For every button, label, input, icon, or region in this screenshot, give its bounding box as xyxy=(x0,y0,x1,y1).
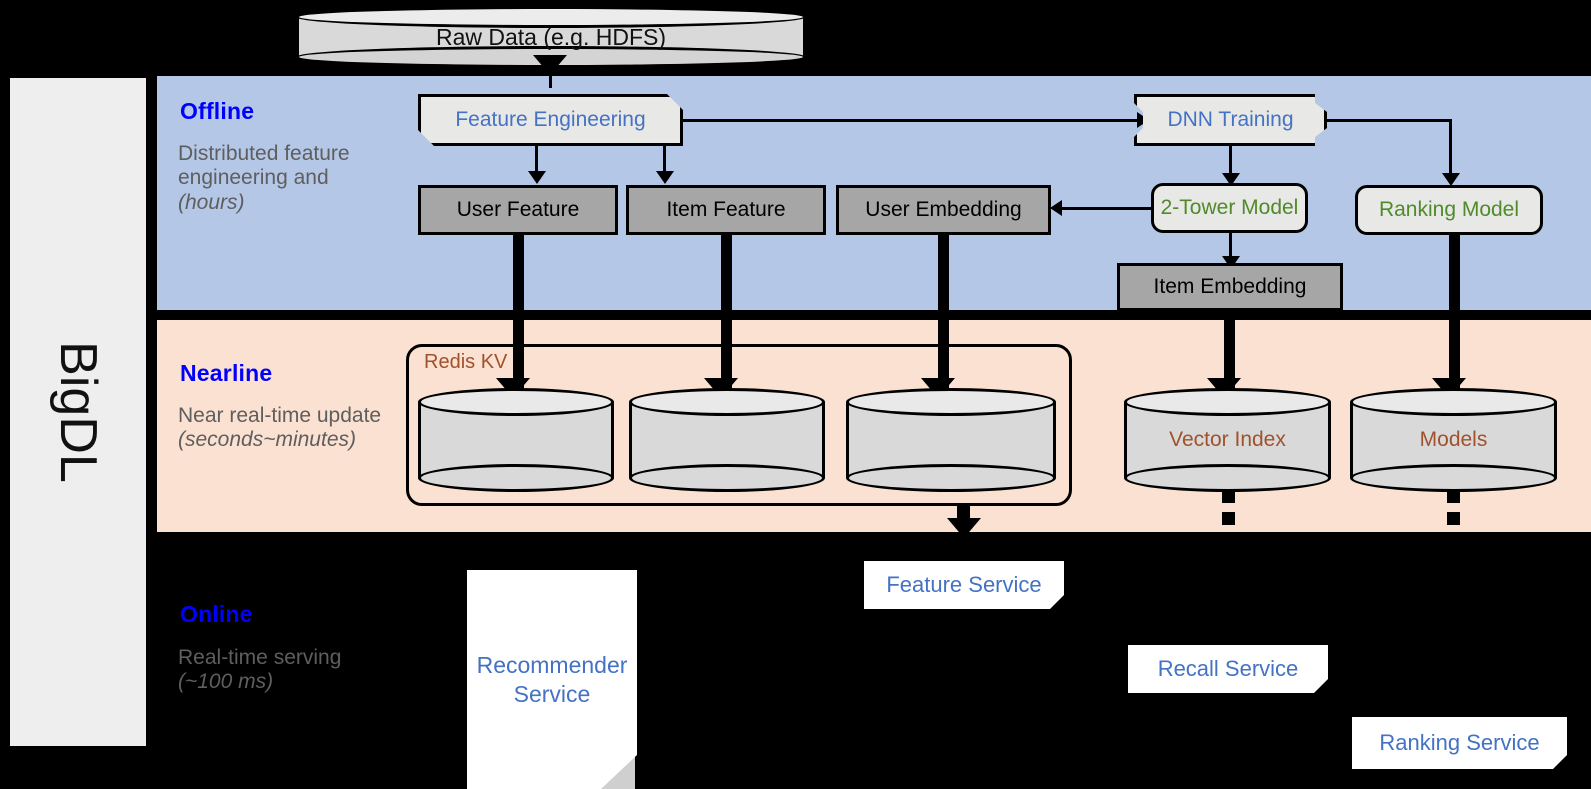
cylinder-bottom xyxy=(846,464,1056,492)
connector-fe-itemfeature xyxy=(663,146,666,174)
raw-data-label: Raw Data (e.g. HDFS) xyxy=(435,23,667,50)
vector-index-label: Vector Index xyxy=(1169,428,1286,451)
connector-models-ranking-2 xyxy=(1447,512,1460,525)
node-label: Feature Engineering xyxy=(455,108,646,132)
offline-subtitle: Distributed feature engineering and (hou… xyxy=(178,142,378,215)
pipe-user-feature xyxy=(513,235,524,395)
offline-subtitle-italic: (hours) xyxy=(178,190,245,214)
cylinder-top xyxy=(629,388,825,416)
arrowhead-fe-userfeature xyxy=(528,171,546,184)
node-item-feature[interactable]: Item Feature xyxy=(626,185,826,235)
node-ranking-service[interactable]: Ranking Service xyxy=(1352,717,1567,769)
connector-fe-dnn xyxy=(683,119,1141,122)
connector-dnn-ranking-h xyxy=(1327,119,1452,122)
node-label: DNN Training xyxy=(1167,108,1294,132)
node-label: Recall Service xyxy=(1157,655,1299,681)
node-ranking-model[interactable]: Ranking Model xyxy=(1355,185,1543,235)
node-label: Feature Service xyxy=(886,571,1042,597)
arrowhead-dnn-ranking xyxy=(1442,173,1460,186)
bigdl-label: BigDL xyxy=(49,341,108,483)
online-subtitle-italic: (~100 ms) xyxy=(178,670,274,694)
connector-dnn-2tower xyxy=(1229,146,1232,176)
pipe-item-feature xyxy=(721,235,732,395)
store-user-embedding[interactable] xyxy=(846,388,1056,492)
nearline-subtitle-italic: (seconds~minutes) xyxy=(178,428,356,452)
arrowhead-2tower-userembedding xyxy=(1050,200,1062,216)
store-models[interactable]: Models xyxy=(1350,388,1557,492)
cylinder-top xyxy=(1350,388,1557,416)
node-user-embedding[interactable]: User Embedding xyxy=(836,185,1051,235)
node-label: Ranking Service xyxy=(1379,729,1540,755)
node-label: Item Embedding xyxy=(1153,275,1307,299)
connector-models-ranking-1 xyxy=(1447,490,1460,503)
node-label: User Embedding xyxy=(865,198,1022,222)
node-item-embedding[interactable]: Item Embedding xyxy=(1117,263,1343,311)
arrowhead-fe-itemfeature xyxy=(656,171,674,184)
page-fold-icon xyxy=(1050,595,1064,609)
pipe-item-embedding xyxy=(1224,311,1235,395)
online-subtitle-plain: Real-time serving xyxy=(178,646,342,669)
store-user-feature[interactable] xyxy=(418,388,614,492)
connector-redis-featureservice xyxy=(957,506,970,521)
node-label: Item Feature xyxy=(666,198,786,222)
redis-kv-label: Redis KV xyxy=(424,351,508,373)
connector-2tower-userembedding xyxy=(1062,207,1152,210)
store-item-feature[interactable] xyxy=(629,388,825,492)
node-label: Recommender Service xyxy=(476,652,628,707)
node-2-tower-model[interactable]: 2-Tower Model xyxy=(1151,183,1308,233)
raw-data-store: Raw Data (e.g. HDFS) xyxy=(296,6,806,68)
pipe-user-embedding xyxy=(938,235,949,395)
connector-dnn-ranking-v xyxy=(1449,119,1452,176)
store-vector-index[interactable]: Vector Index xyxy=(1124,388,1331,492)
connector-rawdata-fe xyxy=(549,68,552,88)
connector-2tower-itemembedding xyxy=(1229,233,1232,261)
nearline-subtitle: Near real-time update (seconds~minutes) xyxy=(178,404,408,453)
cylinder-top xyxy=(418,388,614,416)
bigdl-sidebar: BigDL xyxy=(8,76,148,748)
connector-vectorindex-recall-1 xyxy=(1222,490,1235,503)
arrowhead-rawdata-fe xyxy=(533,55,567,75)
page-fold-icon xyxy=(601,755,637,789)
connector-vectorindex-recall-2 xyxy=(1222,512,1235,525)
arrowhead-redis-featureservice xyxy=(947,518,981,538)
node-label: Ranking Model xyxy=(1378,198,1520,222)
page-fold-icon xyxy=(1314,679,1328,693)
nearline-title: Nearline xyxy=(180,360,273,386)
node-label: 2-Tower Model xyxy=(1160,196,1299,220)
connector-fe-userfeature xyxy=(535,146,538,174)
node-recall-service[interactable]: Recall Service xyxy=(1128,645,1328,693)
cylinder-top xyxy=(296,6,806,28)
online-subtitle: Real-time serving (~100 ms) xyxy=(178,646,378,695)
pipe-ranking-model xyxy=(1449,235,1460,395)
nearline-subtitle-plain: Near real-time update xyxy=(178,404,382,427)
offline-subtitle-plain: Distributed feature engineering and xyxy=(178,142,350,190)
cylinder-top xyxy=(1124,388,1331,416)
node-feature-engineering[interactable]: Feature Engineering xyxy=(418,94,683,146)
redis-kv-container xyxy=(406,344,1072,506)
node-label: User Feature xyxy=(456,198,580,222)
online-title: Online xyxy=(180,601,253,627)
page-fold-icon xyxy=(1553,755,1567,769)
cylinder-top xyxy=(846,388,1056,416)
offline-title: Offline xyxy=(180,98,255,124)
node-recommender-service[interactable]: Recommender Service xyxy=(467,570,637,789)
cylinder-bottom xyxy=(629,464,825,492)
models-label: Models xyxy=(1419,428,1488,451)
node-feature-service[interactable]: Feature Service xyxy=(864,561,1064,609)
node-user-feature[interactable]: User Feature xyxy=(418,185,618,235)
cylinder-bottom xyxy=(418,464,614,492)
node-dnn-training[interactable]: DNN Training xyxy=(1134,94,1327,146)
arrowhead-dnn-2tower xyxy=(1222,173,1240,186)
